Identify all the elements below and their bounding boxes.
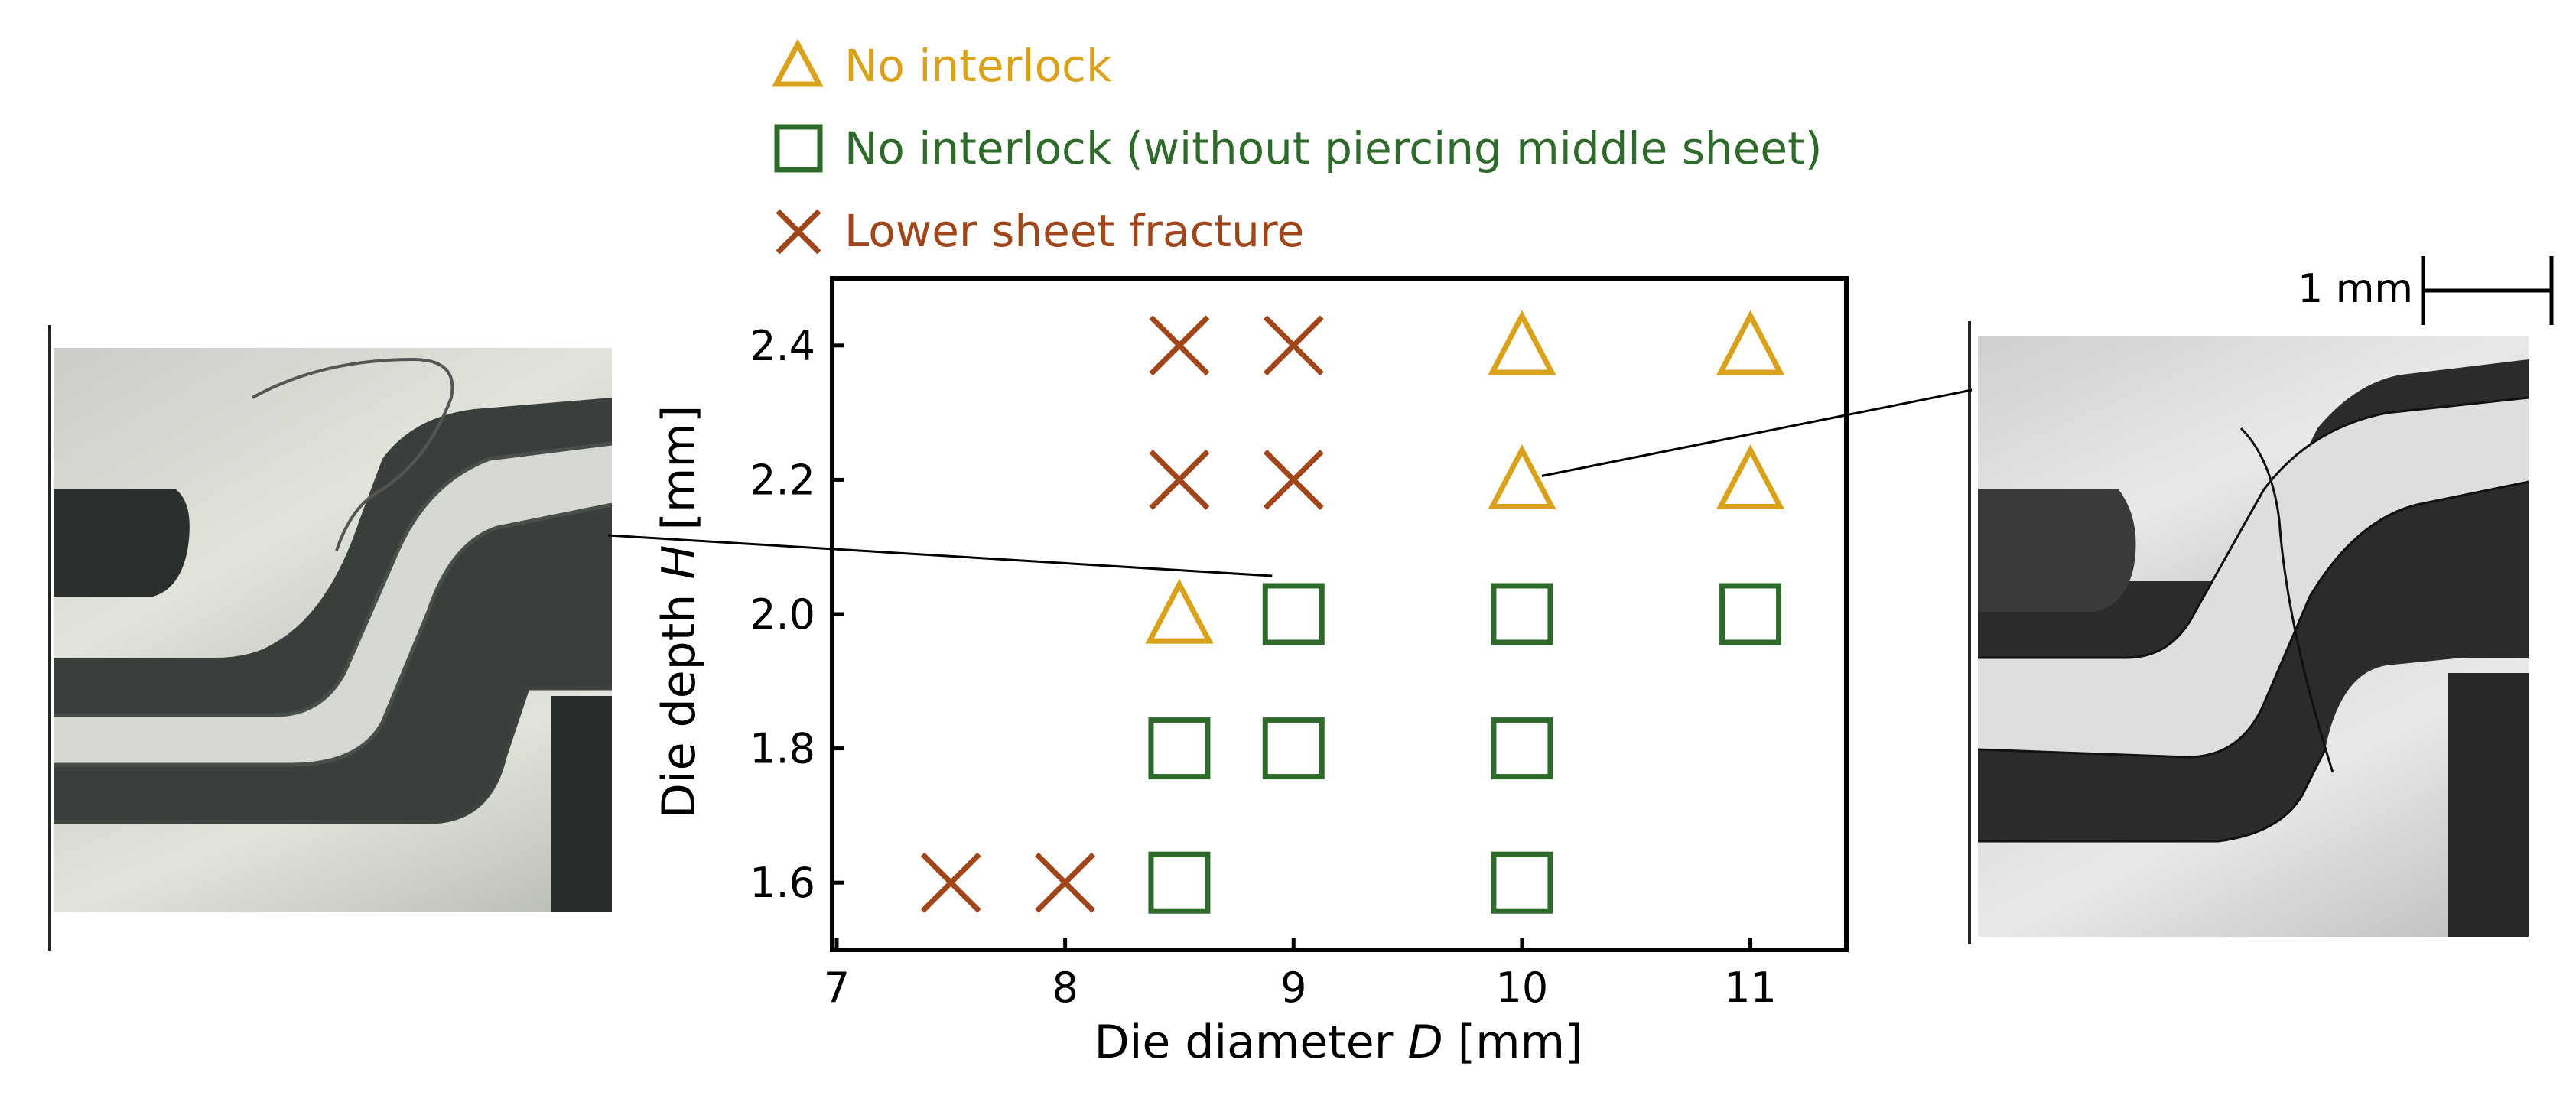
x-tick-label: 8 <box>1052 964 1078 1012</box>
callout-line-left-micrograph <box>607 534 1273 577</box>
legend-item-triangle: No interlock <box>772 38 1112 92</box>
square-marker <box>1491 583 1553 645</box>
scale-bar: 1 mm <box>2298 256 2554 325</box>
square-marker <box>1491 717 1553 780</box>
y-tick-label: 2.2 <box>750 456 815 504</box>
y-tick-label: 1.8 <box>750 725 815 773</box>
cross-marker <box>1035 852 1096 913</box>
legend-item-square: No interlock (without piercing middle sh… <box>774 122 1822 174</box>
square-marker <box>1491 851 1553 914</box>
cross-marker <box>1149 449 1210 510</box>
x-axis: 7 8 9 10 11 <box>824 938 1777 1012</box>
x-axis-label: Die diameter D [mm] <box>1094 1016 1583 1069</box>
x-tick-label: 7 <box>824 964 850 1012</box>
callout-line-right-micrograph <box>1541 388 1973 477</box>
legend-label-no-interlock-without-piercing: No interlock (without piercing middle sh… <box>844 122 1822 174</box>
data-markers <box>920 310 1785 914</box>
square-marker <box>1148 717 1211 780</box>
cross-marker <box>1263 449 1324 510</box>
scale-bar-label: 1 mm <box>2298 266 2413 312</box>
left-micrograph <box>48 325 613 951</box>
legend-cross-marker <box>776 209 821 255</box>
y-tick-label: 2.4 <box>750 322 815 370</box>
square-marker <box>1262 583 1325 645</box>
callout-lines <box>607 388 1973 577</box>
y-axis-label: Die depth H [mm] <box>652 405 706 819</box>
triangle-marker <box>1716 444 1785 510</box>
cross-marker <box>1149 315 1210 376</box>
cross-marker <box>1263 315 1324 376</box>
square-marker <box>1262 717 1325 780</box>
legend: No interlock No interlock (without pierc… <box>772 38 1822 257</box>
y-axis: 1.6 1.8 2.0 2.2 2.4 <box>750 322 844 907</box>
right-micrograph <box>1968 321 2529 944</box>
legend-square-marker <box>774 124 823 173</box>
x-tick-label: 11 <box>1724 964 1777 1012</box>
x-tick-label: 9 <box>1280 964 1306 1012</box>
square-marker <box>1148 851 1211 914</box>
legend-label-no-interlock: No interlock <box>844 40 1112 92</box>
triangle-marker <box>1145 578 1214 644</box>
triangle-marker <box>1488 310 1556 375</box>
legend-triangle-marker <box>772 38 824 87</box>
legend-label-lower-sheet-fracture: Lower sheet fracture <box>844 205 1304 257</box>
x-tick-label: 10 <box>1496 964 1549 1012</box>
y-tick-label: 1.6 <box>750 859 815 907</box>
cross-marker <box>920 852 981 913</box>
triangle-marker <box>1716 310 1785 375</box>
plot-frame <box>830 276 1849 952</box>
legend-item-cross: Lower sheet fracture <box>776 205 1304 257</box>
y-tick-label: 2.0 <box>750 590 815 639</box>
square-marker <box>1719 583 1782 645</box>
triangle-marker <box>1488 444 1556 510</box>
